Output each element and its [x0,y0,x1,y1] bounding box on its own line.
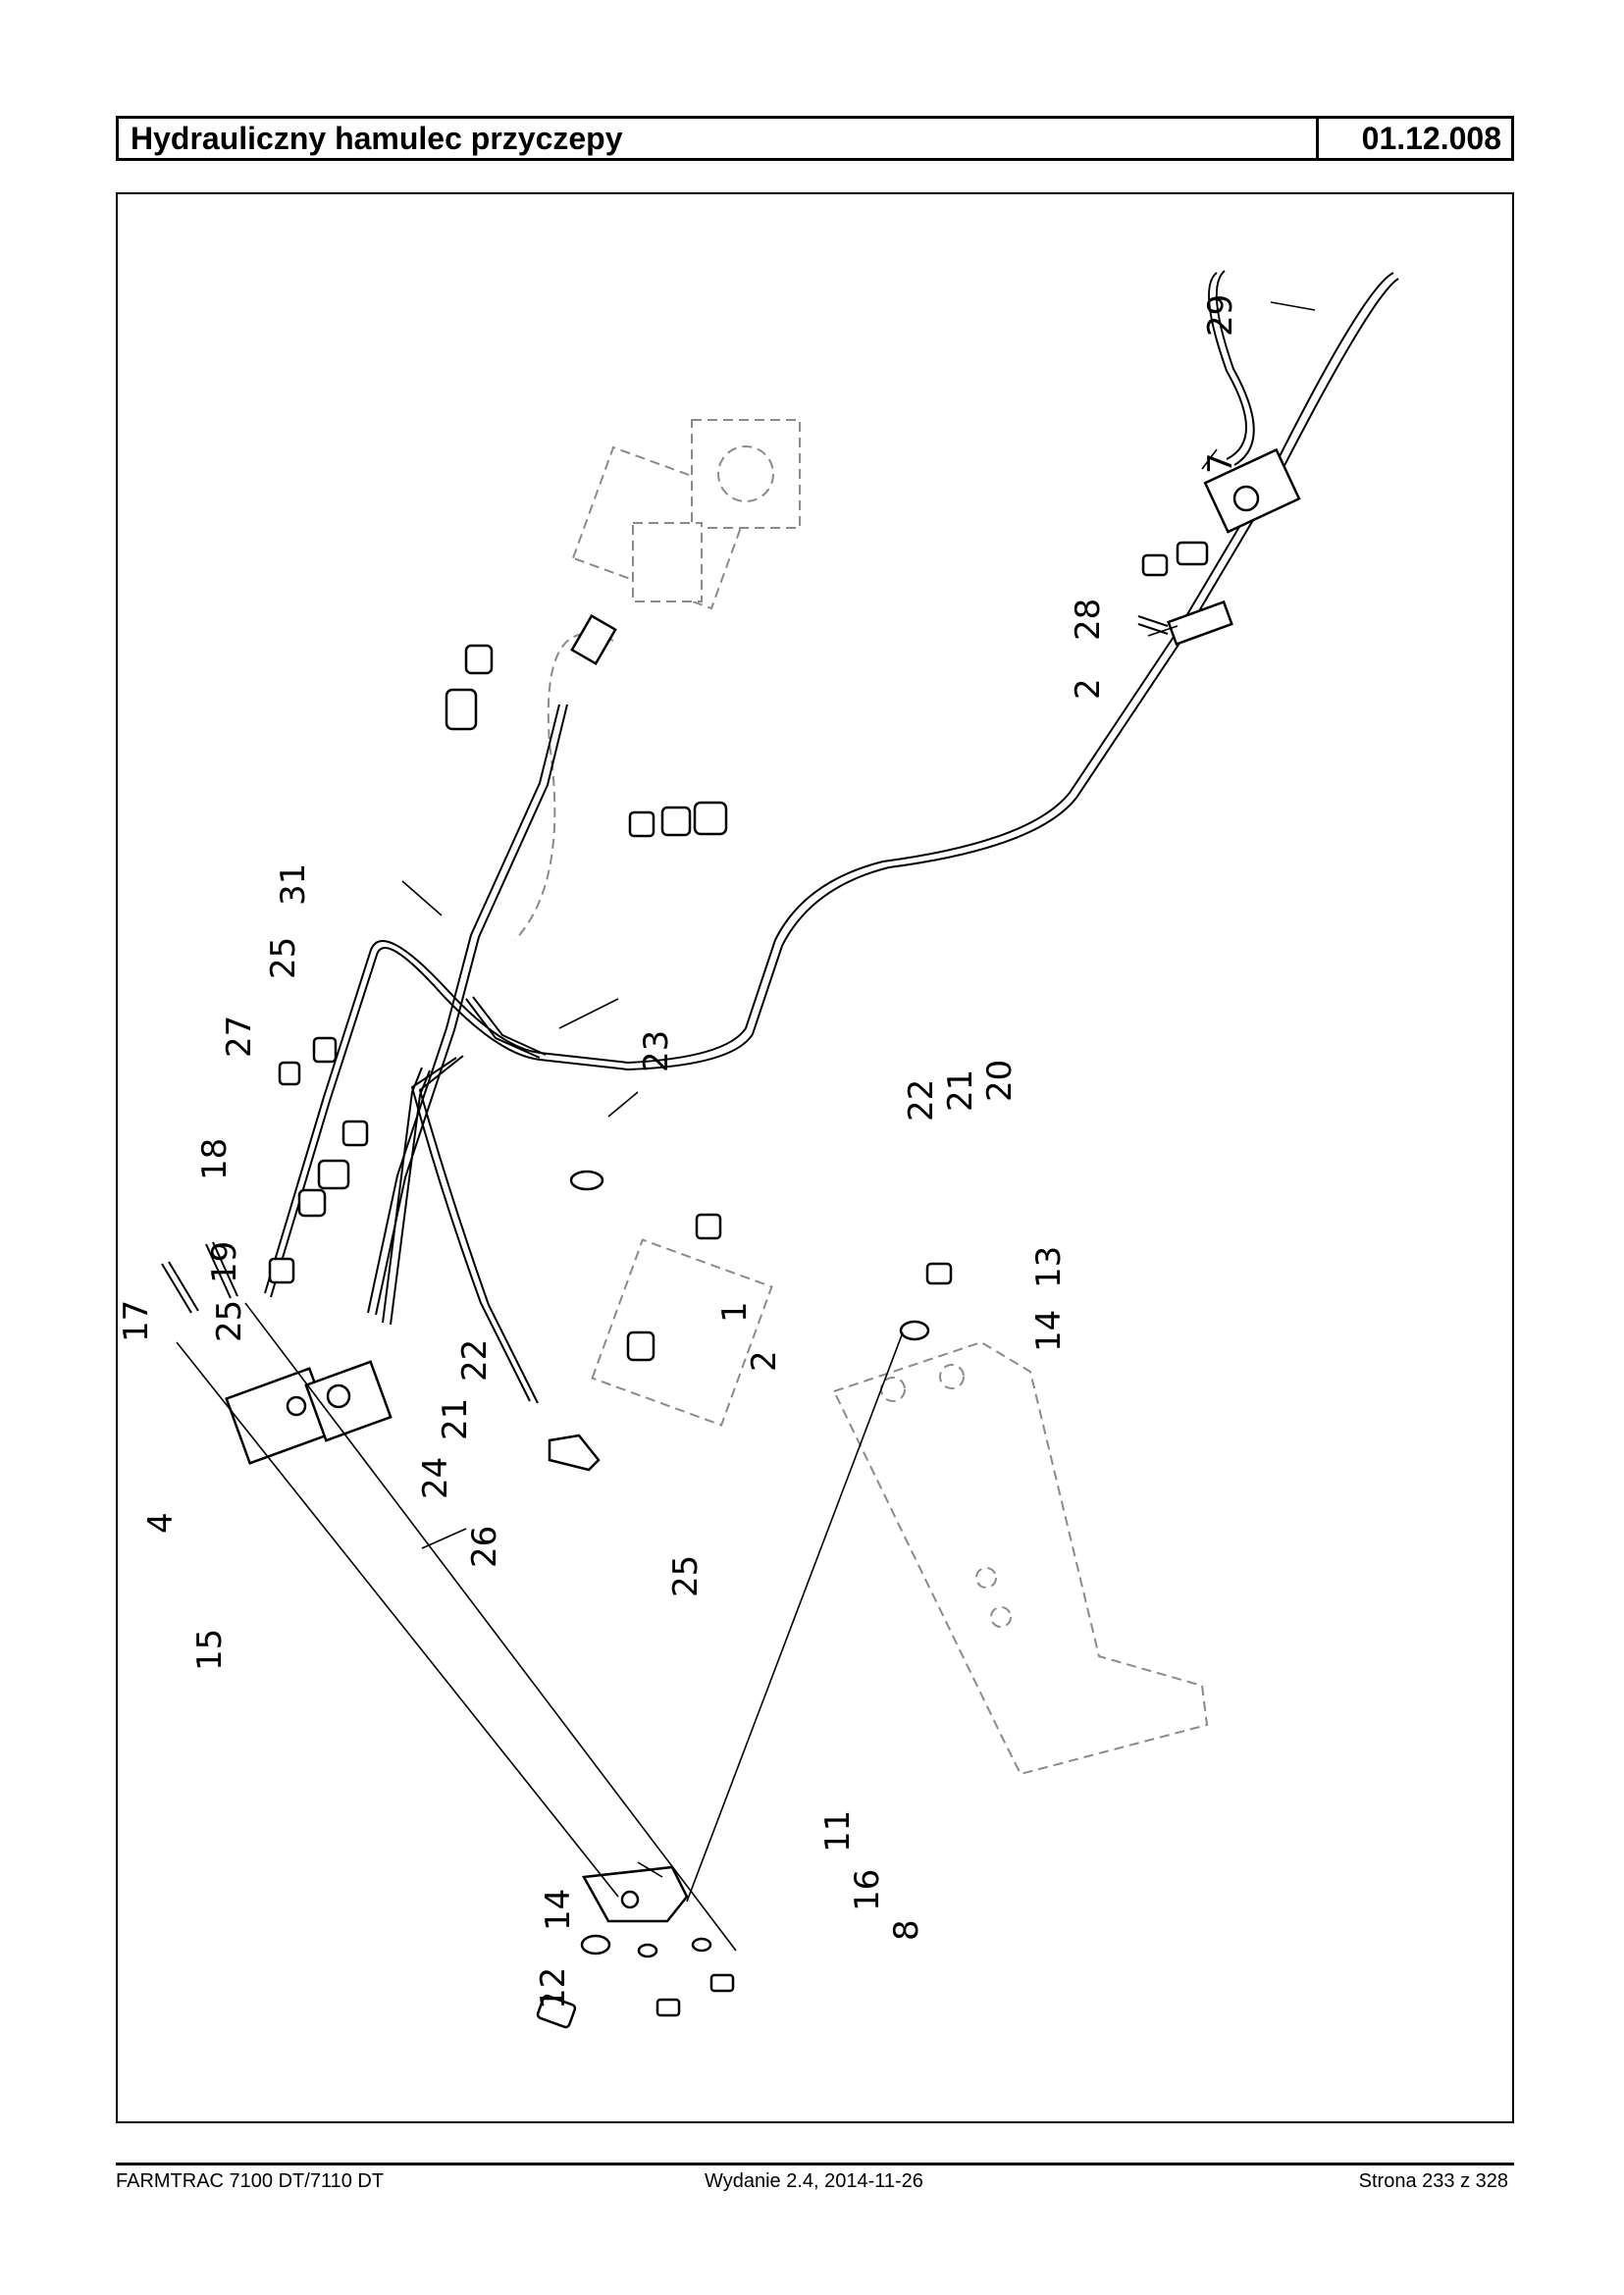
part-label: 21 [941,1069,980,1112]
part-label: 2 [745,1350,784,1372]
header-bar: Hydrauliczny hamulec przyczepy 01.12.008 [116,116,1514,161]
part-label: 25 [210,1300,249,1342]
part-label: 4 [141,1512,181,1534]
diagram-frame: 29 7 28 2 31 25 27 23 18 22 21 20 19 17 … [116,192,1514,2123]
part-label: 19 [205,1241,244,1283]
part-label: 25 [666,1555,706,1597]
part-label: 16 [848,1869,887,1911]
part-label: 18 [195,1138,235,1180]
footer-edition: Wydanie 2.4, 2014-11-26 [705,2170,923,2192]
ghost-hose [514,633,614,941]
part-label: 29 [1201,294,1240,337]
bolts [161,600,1233,1314]
brake-lines [264,270,1399,1404]
part-label: 14 [1029,1310,1069,1352]
valve-blocks [225,447,1301,1465]
part-label: 31 [274,863,313,906]
part-label: 26 [465,1526,504,1568]
ghost-valve-block [591,1238,773,1427]
part-label: 22 [455,1339,495,1382]
footer-model: FARMTRAC 7100 DT/7110 DT [116,2170,385,2192]
part-label: 13 [1029,1246,1069,1288]
page-title: Hydrauliczny hamulec przyczepy [119,119,1319,158]
part-label: 1 [715,1301,755,1323]
part-label: 11 [818,1810,858,1852]
part-label: 17 [118,1300,156,1342]
part-label: 23 [637,1030,676,1072]
part-number-labels: 29 7 28 2 31 25 27 23 18 22 21 20 19 17 … [118,294,1240,2009]
part-label: 28 [1069,599,1108,641]
ghost-bracket-frame [832,1340,1209,1776]
footer-divider [116,2163,1514,2165]
part-label: 24 [416,1457,455,1499]
part-label: 15 [190,1629,230,1671]
part-label: 8 [887,1919,926,1941]
part-label: 20 [980,1060,1020,1102]
footer: FARMTRAC 7100 DT/7110 DT Wydanie 2.4, 20… [116,2170,1514,2200]
part-label: 2 [1069,678,1108,700]
part-label: 7 [1201,452,1240,474]
exploded-parts-diagram: 29 7 28 2 31 25 27 23 18 22 21 20 19 17 … [118,270,1399,2029]
leader-lines [176,301,1316,1952]
part-label: 22 [902,1079,941,1121]
part-label: 27 [220,1016,259,1058]
part-label: 25 [264,937,303,979]
part-label: 12 [534,1967,573,2009]
fittings [268,541,1209,1472]
footer-page-number: Strona 233 z 328 [1358,2170,1508,2192]
ghost-pump [571,419,801,610]
part-label: 14 [539,1889,578,1931]
section-code: 01.12.008 [1361,121,1501,156]
lower-bracket [536,1262,953,2029]
part-label: 21 [436,1398,475,1440]
